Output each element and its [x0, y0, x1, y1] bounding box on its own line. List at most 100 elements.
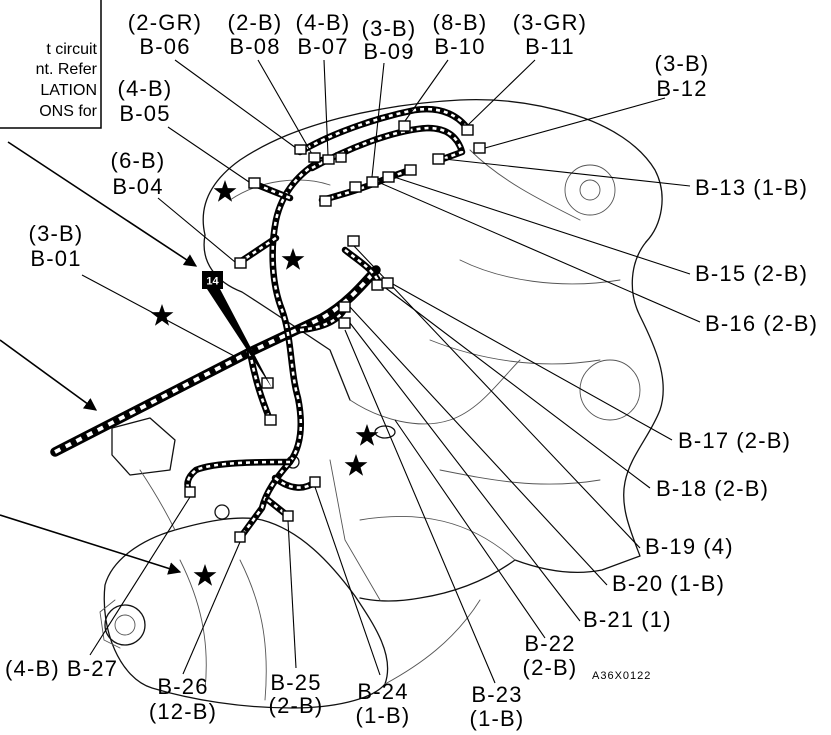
connector-id: B-19: [645, 534, 696, 559]
lower-block-detail: [99, 459, 516, 701]
leader-line-b27: [89, 496, 191, 656]
connector-label-b16: B-16(2-B): [705, 311, 818, 336]
connector-label-b04: (6-B)B-04: [111, 148, 166, 199]
harness-segment: [275, 478, 315, 488]
connector-plug-b09: [366, 176, 379, 188]
connector-plug: [335, 152, 347, 163]
connector-id: B-20: [612, 571, 663, 596]
connector-plug-b01: [261, 377, 274, 389]
leader-line-b16: [377, 181, 701, 323]
connector-plug: [349, 181, 362, 193]
crank-pulley: [564, 164, 616, 216]
connector-plug-b05: [248, 177, 261, 189]
leader-line-b07: [323, 59, 329, 156]
note-line: LATION: [40, 82, 97, 99]
connector-label-b17: B-17 (2-B): [678, 428, 791, 453]
harness-clip: [214, 504, 230, 520]
connector-spec: (2-B): [269, 693, 324, 718]
connector-plug-b10: [398, 120, 411, 132]
connector-label-b27: (4-B)B-27: [5, 656, 118, 681]
leader-line-b08: [257, 59, 313, 155]
sensor-body: [374, 425, 396, 439]
star-icon: [281, 248, 305, 270]
connector-id: B-04: [112, 174, 163, 199]
connector-id: B-17: [678, 428, 729, 453]
connector-plug: [319, 195, 332, 207]
leader-lines: [81, 59, 701, 684]
oil-pan-outline: [359, 559, 516, 602]
connector-plug: [264, 414, 277, 426]
leader-line-b26: [182, 541, 241, 675]
leader-line-b19: [353, 245, 641, 549]
arrow-icon: [0, 339, 98, 411]
connector-spec: (1-B): [470, 706, 525, 731]
connector-plug-b27: [184, 486, 196, 498]
connector-id: B-06: [139, 34, 190, 59]
connector-spec: (3-GR): [513, 10, 587, 35]
connector-label-b18: B-18(2-B): [656, 476, 769, 501]
connector-label-b20: B-20(1-B): [612, 571, 725, 596]
connector-plug-b07: [322, 154, 335, 165]
connector-id: B-23: [471, 682, 522, 707]
connector-spec: (1-B): [753, 175, 808, 200]
connector-id: B-08: [229, 34, 280, 59]
connector-id: B-26: [157, 674, 208, 699]
connector-spec: (4): [703, 534, 734, 559]
connector-id: B-24: [357, 679, 408, 704]
connector-id: B-12: [656, 76, 707, 101]
connector-plug-b20: [338, 301, 351, 313]
leader-line-b17: [390, 282, 673, 441]
connector-plug-b13: [432, 153, 445, 165]
arrow-icon: [0, 514, 182, 575]
connector-id: B-16: [705, 311, 756, 336]
leader-line-b13: [443, 158, 691, 187]
connector-id: B-10: [434, 34, 485, 59]
connector-spec: (4-B): [5, 656, 60, 681]
reference-marker: 14: [202, 271, 272, 388]
connector-label-b24: B-24(1-B): [356, 679, 411, 728]
connector-label-b21: B-21(1): [583, 607, 672, 632]
leader-line-b25: [287, 520, 297, 669]
connector-label-b11: (3-GR)B-11: [513, 10, 587, 59]
engine-front-outline: [203, 234, 351, 401]
leader-line-b06: [174, 59, 297, 149]
leader-line-b09: [371, 62, 385, 178]
connector-spec: (2-GR): [128, 10, 202, 35]
leader-line-b05: [167, 126, 250, 183]
connector-id: B-21: [583, 607, 634, 632]
connector-label-b08: (2-B)B-08: [228, 10, 283, 59]
connector-labels: (2-GR)B-06 (2-B)B-08 (4-B)B-07 (3-B)B-09…: [5, 10, 818, 731]
connector-label-b01: (3-B)B-01: [29, 221, 84, 271]
connector-id: B-22: [524, 631, 575, 656]
star-icon: [344, 454, 368, 476]
leader-line-b23: [344, 329, 496, 684]
connector-spec: (2-B): [714, 476, 769, 501]
star-icon: [193, 564, 217, 586]
connector-id: B-13: [695, 175, 746, 200]
note-line: ONS for: [39, 103, 97, 120]
connector-plug-b21: [338, 317, 351, 329]
connector-plug-b04: [234, 257, 247, 269]
connector-spec: (2-B): [753, 261, 808, 286]
engine-drawing: [99, 99, 664, 709]
engine-block-detail: [229, 149, 621, 485]
connector-id: B-09: [363, 39, 414, 64]
leader-line-b04: [157, 197, 236, 263]
connector-label-b22: B-22(2-B): [523, 631, 578, 680]
connector-spec: (3-B): [655, 51, 710, 76]
leader-line-b21: [349, 322, 581, 622]
connector-id: B-25: [270, 670, 321, 695]
leader-line-b15: [393, 176, 691, 275]
connector-label-b19: B-19 (4): [645, 534, 734, 559]
connector-id: B-11: [525, 34, 575, 59]
transmission-outline: [103, 517, 389, 709]
connector-label-b13: B-13 (1-B): [695, 175, 808, 200]
connector-plug-b19: [347, 235, 360, 247]
pointer-arrows: [0, 141, 198, 575]
engine-block-right-outline: [514, 241, 664, 574]
figure-code: A36X0122: [592, 670, 651, 682]
connector-spec: (2-B): [736, 428, 791, 453]
